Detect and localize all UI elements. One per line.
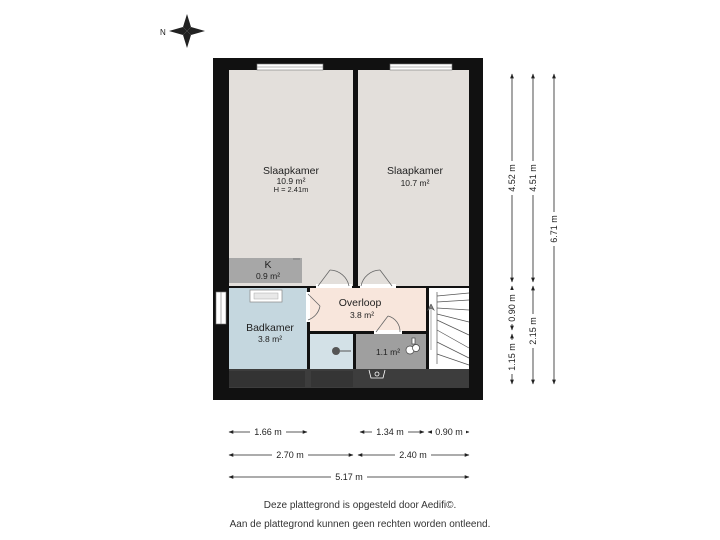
footer-credit: Deze plattegrond is opgesteld door Aedif…	[263, 500, 457, 511]
dim-bottom-2-70: 2.70 m	[276, 450, 304, 460]
room-area-bedroom-left: 10.9 m²	[277, 176, 306, 186]
dim-bottom-1-66: 1.66 m	[254, 427, 282, 437]
footer-disclaimer: Aan de plattegrond kunnen geen rechten w…	[229, 519, 491, 530]
room-height-bedroom-left: H = 2.41m	[274, 185, 309, 194]
dim-bottom-2-40: 2.40 m	[399, 450, 427, 460]
room-area-utility: 1.1 m²	[376, 347, 400, 357]
bedroom-left-floor	[229, 70, 353, 256]
room-name-bedroom-left: Slaapkamer	[263, 165, 320, 177]
room-name-bedroom-right: Slaapkamer	[387, 165, 444, 177]
dark-strip-left	[229, 371, 305, 387]
landing-floor	[310, 288, 426, 331]
washing-machine-icon	[368, 369, 386, 379]
dim-right-0-90: 0.90 m	[507, 294, 517, 322]
sink-icon	[249, 289, 283, 303]
room-area-landing: 3.8 m²	[350, 310, 374, 320]
dim-right-4-52: 4.52 m	[507, 164, 517, 192]
room-name-landing: Overloop	[339, 297, 382, 309]
door-utility	[374, 315, 402, 334]
compass-icon: N	[160, 14, 205, 48]
door-bedroom-right	[360, 269, 396, 288]
room-name-bathroom: Badkamer	[246, 322, 294, 334]
door-bedroom-left	[316, 269, 352, 288]
room-area-bathroom: 3.8 m²	[258, 334, 282, 344]
room-area-bedroom-right: 10.7 m²	[401, 178, 430, 188]
dim-bottom-0-90: 0.90 m	[435, 427, 463, 437]
room-name-closet: K	[264, 259, 271, 271]
boiler-icon	[405, 337, 420, 355]
door-bathroom	[306, 292, 321, 322]
dim-right-4-51: 4.51 m	[528, 164, 538, 192]
dim-bottom-1-34: 1.34 m	[376, 427, 404, 437]
dark-strip-mid	[311, 371, 353, 387]
compass-north-label: N	[160, 28, 166, 37]
shower-drain-icon	[332, 347, 351, 355]
room-area-closet: 0.9 m²	[256, 271, 280, 281]
dim-right-2-15: 2.15 m	[528, 317, 538, 345]
closet-floor	[229, 258, 302, 283]
bedroom-right-floor	[358, 70, 469, 286]
dimension-lines-bottom	[228, 430, 470, 479]
staircase	[427, 292, 470, 366]
dim-bottom-5-17: 5.17 m	[335, 472, 363, 482]
dim-right-6-71: 6.71 m	[549, 215, 559, 243]
dim-right-1-15: 1.15 m	[507, 343, 517, 371]
